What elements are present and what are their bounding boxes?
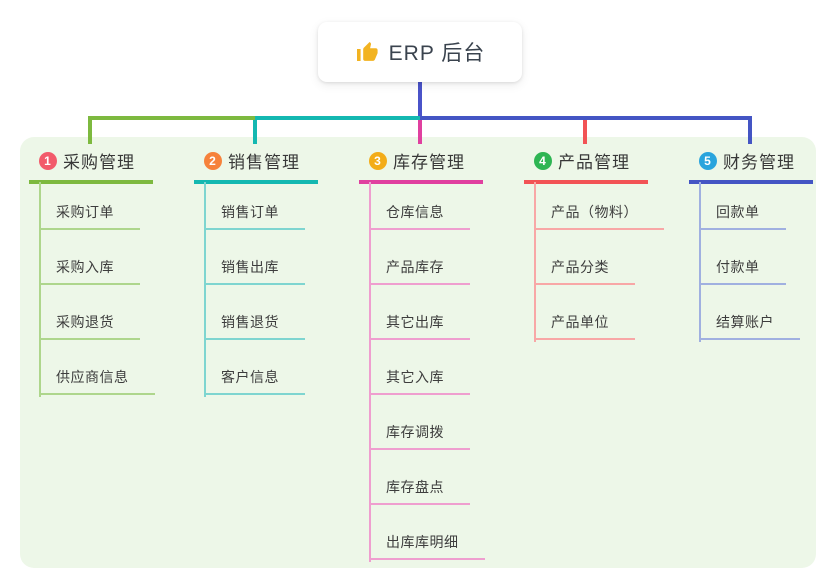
sub-topic[interactable]: 产品单位 (534, 312, 635, 340)
priority-badge-3: 3 (369, 151, 387, 170)
branch-topic-3[interactable]: 3 库存管理 (359, 148, 483, 184)
branch-topic-2[interactable]: 2 销售管理 (194, 148, 318, 184)
connector-bus-purchase (88, 116, 255, 120)
sub-topic[interactable]: 其它入库 (369, 367, 470, 395)
sub-topic[interactable]: 产品分类 (534, 257, 635, 285)
sub-topic[interactable]: 客户信息 (204, 367, 305, 395)
connector-bus-right (420, 116, 752, 120)
branch-topic-label: 采购管理 (63, 153, 135, 172)
branch-spine-3 (369, 182, 371, 562)
branch-topic-label: 财务管理 (723, 153, 795, 172)
branch-topic-5[interactable]: 5 财务管理 (689, 148, 813, 184)
sub-topic[interactable]: 产品（物料） (534, 202, 664, 230)
branch-spine-4 (534, 182, 536, 342)
priority-badge-1: 1 (39, 151, 57, 170)
branch-topic-1[interactable]: 1 采购管理 (29, 148, 153, 184)
sub-topic[interactable]: 销售出库 (204, 257, 305, 285)
branch-topic-label: 产品管理 (558, 153, 630, 172)
branch-spine-1 (39, 182, 41, 397)
connector-drop-branch-4 (583, 120, 587, 144)
sub-topic[interactable]: 采购退货 (39, 312, 140, 340)
connector-drop-branch-1 (88, 116, 92, 144)
connector-bus-sales (255, 116, 420, 120)
sub-topic[interactable]: 销售订单 (204, 202, 305, 230)
sub-topic[interactable]: 供应商信息 (39, 367, 155, 395)
priority-badge-5: 5 (699, 151, 717, 170)
connector-root-drop (418, 82, 422, 116)
sub-topic[interactable]: 销售退货 (204, 312, 305, 340)
sub-topic[interactable]: 其它出库 (369, 312, 470, 340)
branches-background-panel (20, 137, 816, 568)
branch-topic-label: 销售管理 (228, 153, 300, 172)
sub-topic[interactable]: 出库库明细 (369, 532, 485, 560)
sub-topic[interactable]: 库存调拨 (369, 422, 470, 450)
root-topic[interactable]: ERP 后台 (318, 22, 522, 82)
branch-spine-5 (699, 182, 701, 342)
connector-drop-branch-3 (418, 120, 422, 144)
connector-drop-branch-2 (253, 120, 257, 144)
sub-topic[interactable]: 付款单 (699, 257, 786, 285)
priority-badge-4: 4 (534, 151, 552, 170)
sub-topic[interactable]: 采购订单 (39, 202, 140, 230)
sub-topic[interactable]: 回款单 (699, 202, 786, 230)
sub-topic[interactable]: 仓库信息 (369, 202, 470, 230)
branch-spine-2 (204, 182, 206, 397)
sub-topic[interactable]: 产品库存 (369, 257, 470, 285)
branch-topic-label: 库存管理 (393, 153, 465, 172)
sub-topic[interactable]: 结算账户 (699, 312, 800, 340)
root-topic-label: ERP 后台 (388, 42, 486, 65)
connector-drop-branch-5 (748, 116, 752, 144)
branch-topic-4[interactable]: 4 产品管理 (524, 148, 648, 184)
sub-topic[interactable]: 采购入库 (39, 257, 140, 285)
priority-badge-2: 2 (204, 151, 222, 170)
thumbs-up-icon (356, 42, 378, 61)
sub-topic[interactable]: 库存盘点 (369, 477, 470, 505)
